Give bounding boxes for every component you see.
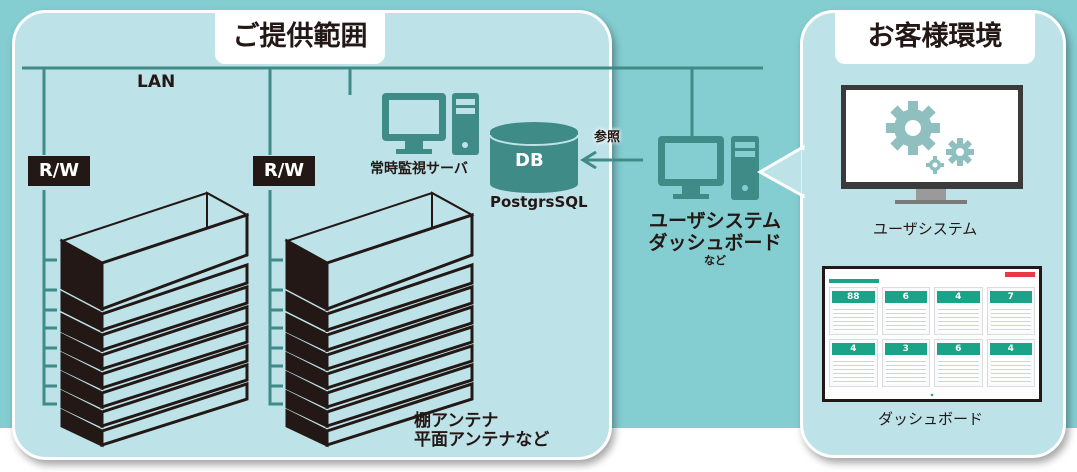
client-label-line1: ユーザシステム bbox=[648, 210, 782, 232]
dashboard-card: 4 bbox=[986, 339, 1035, 387]
db-name-label: PostgrsSQL bbox=[490, 193, 588, 211]
rw-reader-2: R/W bbox=[253, 156, 315, 186]
rw-antenna-wires-1 bbox=[42, 190, 57, 406]
card-list bbox=[833, 358, 874, 384]
rw-antenna-wires-2 bbox=[268, 190, 283, 406]
dashboard-card: 7 bbox=[986, 287, 1035, 335]
dashboard-cards: 88 6 4 7 4 3 6 4 bbox=[829, 287, 1035, 387]
dashboard-card: 6 bbox=[881, 287, 930, 335]
client-pc-icon bbox=[658, 136, 759, 200]
card-count: 4 bbox=[989, 343, 1032, 355]
dashboard-card: 6 bbox=[934, 339, 983, 387]
reference-arrow-icon bbox=[580, 150, 643, 170]
client-label-line3: など bbox=[704, 254, 726, 267]
dashboard-card: 4 bbox=[829, 339, 878, 387]
card-count: 3 bbox=[884, 343, 927, 355]
callout-pointer bbox=[756, 144, 805, 199]
client-label-line2: ダッシュボード bbox=[648, 232, 782, 254]
user-system-label: ユーザシステム bbox=[873, 220, 978, 238]
client-label: ユーザシステム ダッシュボード など bbox=[640, 210, 790, 268]
dashboard-label: ダッシュボード bbox=[878, 410, 984, 428]
antenna-label: 棚アンテナ 平面アンテナなど bbox=[414, 412, 549, 450]
card-list bbox=[885, 358, 926, 384]
customer-environment-title: お客様環境 bbox=[835, 10, 1035, 64]
card-list bbox=[938, 358, 979, 384]
database-icon bbox=[489, 122, 579, 193]
antenna-label-line1: 棚アンテナ bbox=[414, 411, 499, 431]
dashboard-card: 88 bbox=[829, 287, 878, 335]
dashboard-alert-button bbox=[1005, 272, 1035, 277]
dashboard-footer-logo: ◆ bbox=[930, 392, 934, 397]
provided-scope-title: ご提供範囲 bbox=[215, 10, 385, 64]
gears-icon bbox=[886, 101, 974, 174]
card-count: 7 bbox=[989, 291, 1032, 303]
reference-label: 参照 bbox=[594, 130, 621, 145]
shelf-antenna-stack-1 bbox=[59, 191, 250, 448]
card-count: 6 bbox=[884, 291, 927, 303]
card-list bbox=[938, 306, 979, 332]
dashboard-card: 3 bbox=[881, 339, 930, 387]
antenna-label-line2: 平面アンテナなど bbox=[414, 430, 550, 450]
lan-label: LAN bbox=[137, 72, 176, 92]
db-label: DB bbox=[515, 150, 544, 171]
dashboard-screenshot: 88 6 4 7 4 3 6 4 ◆ bbox=[822, 266, 1042, 402]
rw-reader-1: R/W bbox=[28, 156, 90, 186]
monitoring-server-label: 常時監視サーバ bbox=[370, 161, 468, 177]
card-count: 4 bbox=[832, 343, 875, 355]
card-list bbox=[990, 358, 1031, 384]
card-count: 4 bbox=[937, 291, 980, 303]
user-system-monitor-icon bbox=[841, 85, 1023, 204]
lan-lines bbox=[22, 66, 763, 155]
card-count: 6 bbox=[937, 343, 980, 355]
card-list bbox=[833, 306, 874, 332]
card-list bbox=[990, 306, 1031, 332]
monitoring-server-icon bbox=[382, 93, 479, 155]
dashboard-tab bbox=[829, 279, 879, 283]
shelf-antenna-stack-2 bbox=[285, 191, 474, 447]
dashboard-card: 4 bbox=[934, 287, 983, 335]
card-count: 88 bbox=[832, 291, 875, 303]
card-list bbox=[885, 306, 926, 332]
